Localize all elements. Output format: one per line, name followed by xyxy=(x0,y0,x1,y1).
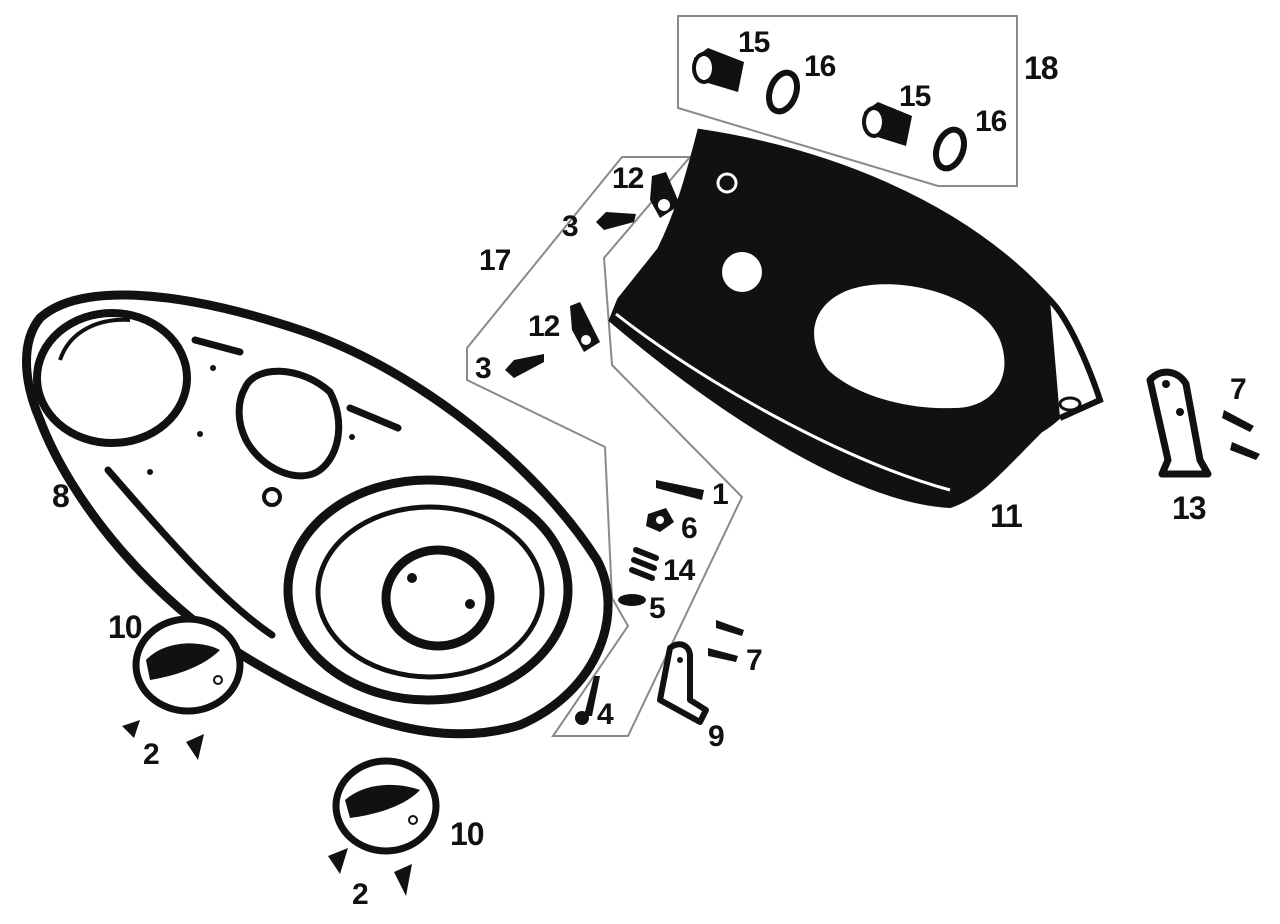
mounting-screw-icon xyxy=(708,410,1260,662)
callout-1: 1 xyxy=(712,478,729,511)
nut-icon xyxy=(646,508,674,532)
callout-3: 3 xyxy=(562,210,579,243)
group-frame-18 xyxy=(677,15,1018,187)
callout-12: 12 xyxy=(612,162,644,195)
callout-2: 2 xyxy=(352,878,369,911)
callout-10: 10 xyxy=(450,816,485,852)
callout-2: 2 xyxy=(143,738,160,771)
callout-3: 3 xyxy=(475,352,492,385)
tab-washer-icon xyxy=(570,172,680,352)
callout-16: 16 xyxy=(975,105,1007,138)
callout-6: 6 xyxy=(681,512,698,545)
callout-5: 5 xyxy=(649,592,666,625)
chaincase-cover-outer xyxy=(22,290,613,739)
bolt-icon xyxy=(505,212,636,378)
callout-12: 12 xyxy=(528,310,560,343)
callout-16: 16 xyxy=(804,50,836,83)
callout-15: 15 xyxy=(899,80,931,113)
inspection-cap-lower xyxy=(332,757,440,855)
callout-14: 14 xyxy=(663,554,695,587)
inspection-cap-upper xyxy=(132,615,244,715)
callout-15: 15 xyxy=(738,26,770,59)
screw-icon xyxy=(122,720,412,896)
callout-9: 9 xyxy=(708,720,725,753)
spring-icon xyxy=(629,547,659,581)
plug-icon xyxy=(692,48,912,146)
callout-10: 10 xyxy=(108,609,143,645)
callout-7: 7 xyxy=(746,644,763,677)
callout-17: 17 xyxy=(479,244,511,277)
callout-11: 11 xyxy=(990,498,1023,534)
callout-7: 7 xyxy=(1230,373,1247,406)
callout-13: 13 xyxy=(1172,490,1207,526)
pin-icon xyxy=(656,480,704,500)
callout-18: 18 xyxy=(1024,50,1059,86)
callout-4: 4 xyxy=(597,698,614,731)
chaincase-inner xyxy=(608,128,1104,509)
callout-8: 8 xyxy=(52,478,70,514)
washer-icon xyxy=(765,69,968,172)
group-frame-17 xyxy=(466,156,744,737)
flat-washer-icon xyxy=(618,594,646,606)
long-screw-icon xyxy=(575,676,600,725)
bracket-icon xyxy=(657,368,1212,725)
